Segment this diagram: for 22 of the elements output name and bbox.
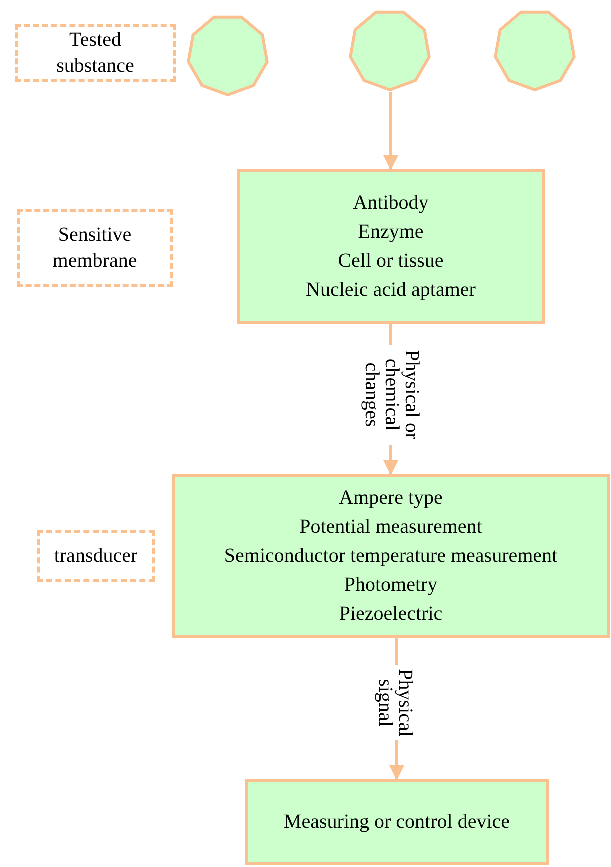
node-text: Ampere type (339, 486, 443, 510)
node-text: Measuring or control device (284, 810, 510, 834)
node-text: Semiconductor temperature measurement (224, 544, 558, 568)
node-text: Enzyme (358, 220, 424, 244)
arrow (384, 92, 398, 170)
edge-label: Physical or chemical changes (362, 345, 422, 445)
stage-label-box (17, 209, 173, 287)
process-box (245, 779, 549, 865)
node-text: Sensitive membrane (52, 223, 138, 274)
stage-label-box (37, 530, 155, 582)
node-text: Potential measurement (300, 514, 482, 540)
process-box (172, 474, 610, 638)
node-text: Piezoelectric (339, 602, 443, 626)
stage-label-box (15, 24, 176, 82)
node-text: Nucleic acid aptamer (306, 278, 476, 302)
node-text: Photometry (344, 572, 438, 598)
process-box (237, 169, 545, 324)
node-text: Tested substance (56, 28, 136, 79)
edge-label: Physical signal (376, 666, 416, 740)
node-text: Antibody (353, 190, 429, 216)
node-text: Cell or tissue (338, 248, 444, 274)
node-text: transducer (54, 544, 138, 569)
